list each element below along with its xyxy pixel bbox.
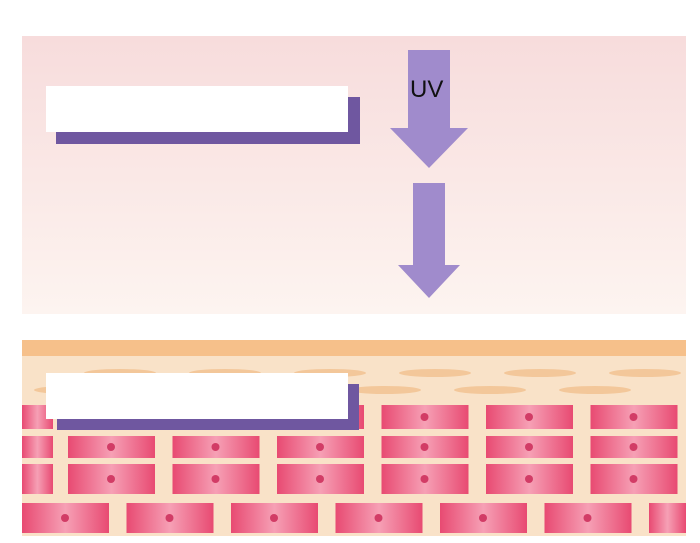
granular-cell xyxy=(454,386,526,394)
cell-nucleus xyxy=(316,475,324,483)
cell-nucleus xyxy=(211,475,220,483)
label-box-bottom xyxy=(46,373,348,419)
label-box-top xyxy=(46,86,348,132)
cell-nucleus xyxy=(525,443,533,451)
cell-nucleus xyxy=(107,475,115,483)
cell-nucleus xyxy=(61,514,69,522)
uv-label: UV xyxy=(410,76,444,103)
granular-cell xyxy=(609,369,681,377)
skin-cell xyxy=(649,503,686,533)
granular-cell xyxy=(559,386,631,394)
cell-nucleus xyxy=(525,413,533,421)
cell-nucleus xyxy=(479,514,487,522)
cell-nucleus xyxy=(211,443,220,451)
down-arrow-icon xyxy=(398,183,460,298)
skin-cell xyxy=(22,436,53,458)
granular-cell xyxy=(399,369,471,377)
cell-nucleus xyxy=(107,443,115,451)
cell-nucleus xyxy=(316,443,324,451)
cell-nucleus xyxy=(420,443,429,451)
cell-nucleus xyxy=(583,514,592,522)
uv-arrow-icon xyxy=(390,50,468,168)
cell-nucleus xyxy=(629,475,638,483)
stratum-corneum xyxy=(22,340,686,356)
cell-nucleus xyxy=(165,514,174,522)
skin-cell xyxy=(22,464,53,494)
granular-cell xyxy=(504,369,576,377)
cell-nucleus xyxy=(270,514,278,522)
cell-nucleus xyxy=(374,514,383,522)
granular-cell xyxy=(349,386,421,394)
cell-nucleus xyxy=(525,475,533,483)
cell-nucleus xyxy=(420,413,429,421)
cell-nucleus xyxy=(420,475,429,483)
sky-background xyxy=(22,36,686,314)
cell-nucleus xyxy=(629,413,638,421)
cell-nucleus xyxy=(629,443,638,451)
